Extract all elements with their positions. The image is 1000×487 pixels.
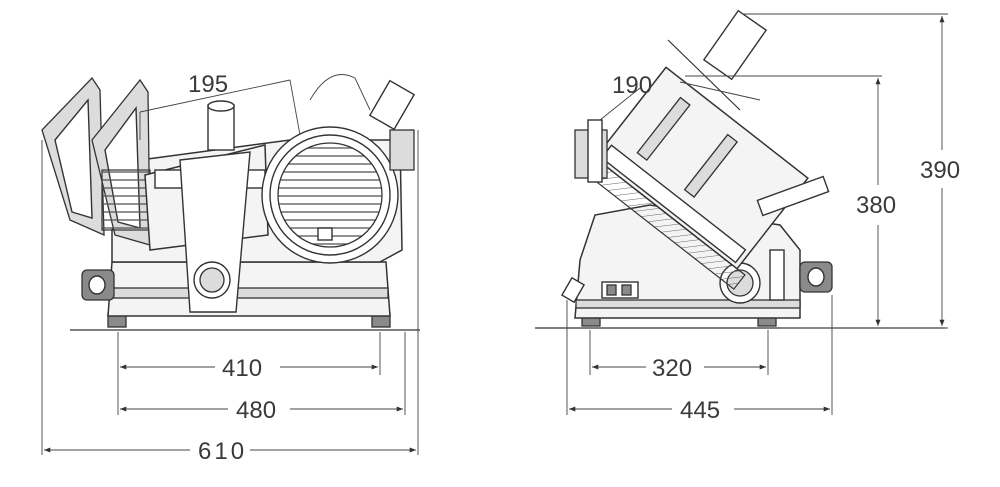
front-dim-480-label: 480 [236, 397, 276, 424]
side-housing-slot-b [683, 133, 739, 199]
side-dim-190-line [679, 81, 761, 101]
front-right-bracket [389, 129, 415, 171]
side-right-handle [756, 175, 830, 217]
side-switch-b [621, 284, 632, 296]
side-dim-445-label: 445 [680, 397, 720, 424]
front-tray-back-face [54, 98, 93, 219]
side-gauge-knob [587, 119, 603, 183]
side-dim-320-label: 320 [652, 355, 692, 382]
front-dim-195-ext-right [289, 79, 301, 136]
front-view: 195 410 480 610 [41, 71, 420, 465]
side-dim-190-label: 190 [612, 72, 652, 99]
side-knob-right-cap [807, 267, 825, 287]
front-knob-left-cap [88, 275, 106, 295]
side-dim-390-label: 390 [920, 157, 960, 184]
side-pusher-handle [702, 9, 768, 81]
front-blade-clip [317, 227, 333, 241]
front-handle [368, 79, 416, 131]
front-arm-curve [309, 74, 371, 111]
side-dim-380-label: 380 [856, 192, 896, 219]
side-housing-slot-a [636, 96, 691, 162]
front-base-band [111, 287, 389, 299]
front-sharpener [207, 104, 235, 151]
front-carriage-ribs [101, 169, 151, 231]
front-dim-610-label: 610 [198, 438, 247, 465]
front-sharpener-top [207, 100, 235, 112]
side-right-post [769, 249, 785, 301]
side-dim-190-ext-left [599, 87, 641, 121]
front-dim-195-line [139, 79, 291, 113]
side-pusher-rod [667, 39, 741, 111]
front-blade-ribbed [277, 142, 383, 248]
front-dim-410-label: 410 [222, 355, 262, 382]
side-switch-a [606, 284, 617, 296]
front-column-knob-inner [199, 267, 225, 293]
side-base-band [575, 299, 801, 309]
side-view: 190 380 390 320 445 [535, 9, 960, 424]
side-tilted-assembly [575, 66, 809, 290]
side-left-lever [560, 276, 586, 304]
front-dim-195-label: 195 [188, 71, 228, 98]
